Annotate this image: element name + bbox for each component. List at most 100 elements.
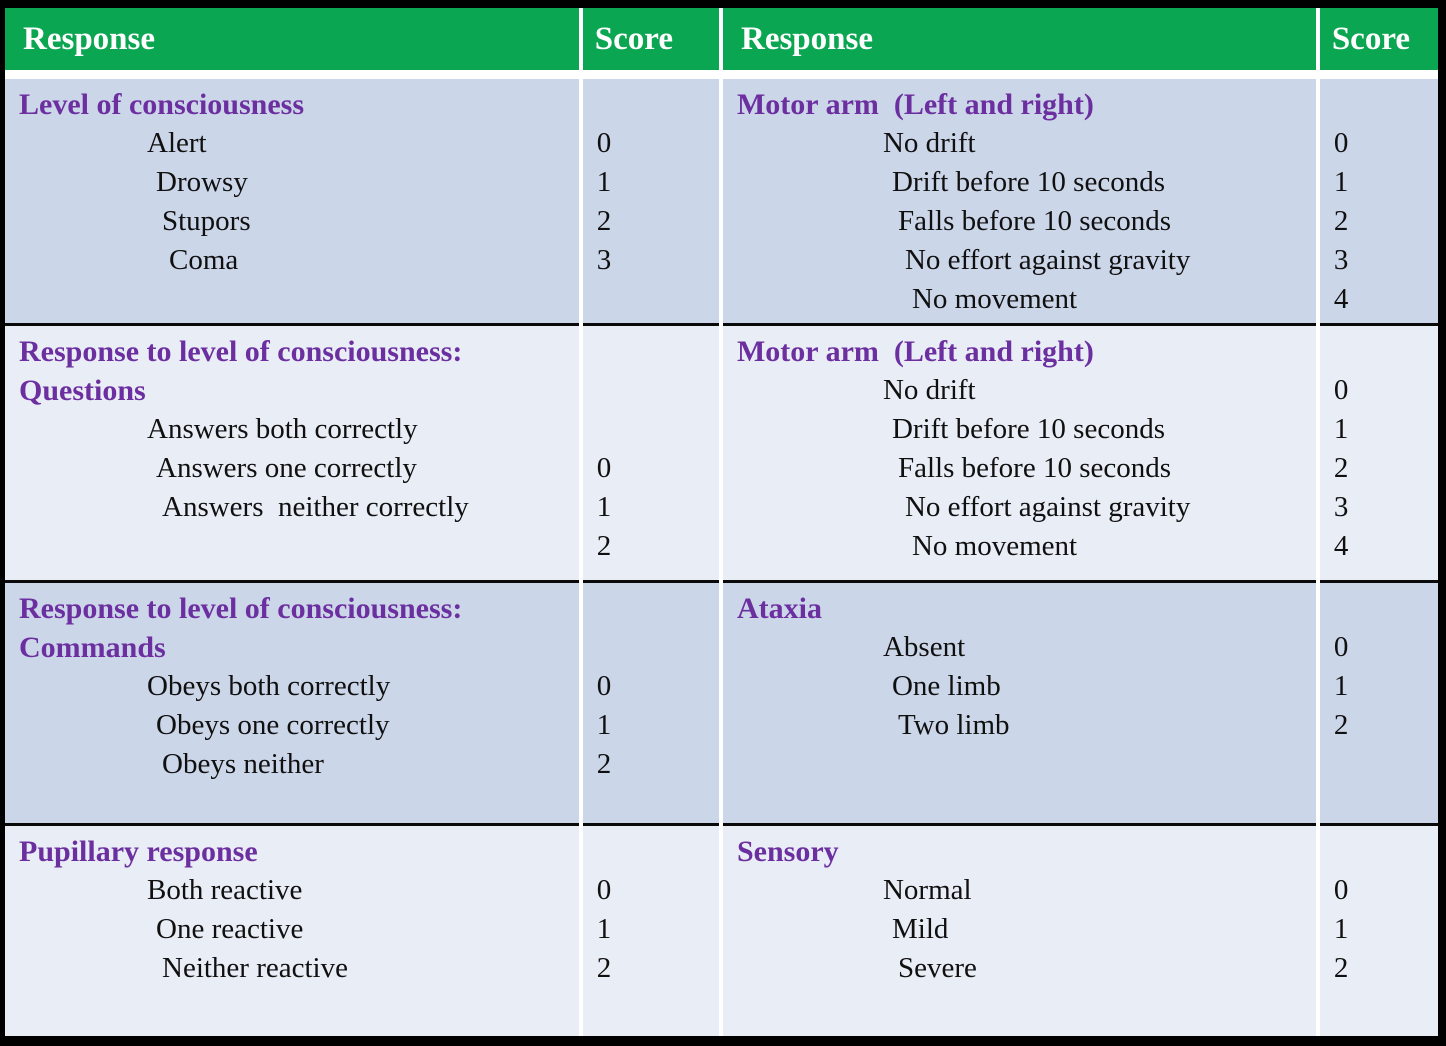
response-option: No movement — [911, 283, 1078, 315]
response-option: Normal — [882, 874, 972, 906]
score-value: 1 — [596, 913, 612, 945]
response-options: Absent One limb Two limb — [723, 628, 1316, 745]
score-cell: 0 1 2 — [582, 823, 719, 1036]
score-value: 0 — [1333, 127, 1349, 159]
score-value: 1 — [1333, 670, 1349, 702]
score-cell: 0 1 2 — [1319, 580, 1438, 823]
score-offset-spacer — [1320, 832, 1438, 871]
score-value: 4 — [1333, 283, 1349, 315]
header-response-left: Response — [5, 8, 579, 70]
response-cell-sensory: Sensory Normal Mild Severe — [722, 823, 1316, 1036]
response-option: Mild — [891, 913, 949, 945]
score-offset-spacer — [1320, 85, 1438, 124]
score-value: 3 — [596, 244, 612, 276]
table-header-row: Response Score Response Score — [5, 8, 1438, 70]
response-option: Alert — [147, 127, 207, 159]
score-value: 0 — [596, 670, 612, 702]
response-cell-commands: Response to level of consciousness: Comm… — [5, 580, 579, 823]
response-option: Answers both correctly — [147, 413, 418, 445]
response-option: One limb — [891, 670, 1001, 702]
table-row: Level of consciousness Alert Drowsy Stup… — [5, 79, 1438, 323]
category-title: Ataxia — [736, 592, 822, 625]
score-value: 1 — [596, 166, 612, 198]
response-cell-ataxia: Ataxia Absent One limb Two limb — [722, 580, 1316, 823]
response-options: Normal Mild Severe — [723, 871, 1316, 988]
response-option: Obeys both correctly — [147, 670, 391, 702]
score-cell: 0 1 2 — [582, 580, 719, 823]
score-value: 2 — [596, 530, 612, 562]
response-option: Drift before 10 seconds — [891, 166, 1165, 198]
score-value: 3 — [1333, 491, 1349, 523]
score-value: 0 — [1333, 874, 1349, 906]
response-options: Answers both correctly Answers one corre… — [5, 410, 579, 527]
score-cell: 0 1 2 3 — [582, 79, 719, 323]
response-option: Absent — [882, 631, 966, 663]
response-option: Drowsy — [156, 166, 248, 198]
category-title: Level of consciousness — [19, 88, 304, 121]
response-option: Severe — [897, 952, 977, 984]
response-option: Drift before 10 seconds — [891, 413, 1165, 445]
header-score-left: Score — [582, 8, 719, 70]
score-value: 0 — [596, 874, 612, 906]
score-value: 0 — [596, 452, 612, 484]
response-option: No effort against gravity — [904, 244, 1191, 276]
response-options: Both reactive One reactive Neither react… — [5, 871, 579, 988]
response-cell-questions: Response to level of consciousness: Ques… — [5, 323, 579, 580]
header-body-divider — [5, 70, 1438, 79]
score-cell: 0 1 2 — [1319, 823, 1438, 1036]
category-title: Motor arm (Left and right) — [736, 335, 1094, 368]
response-option: Coma — [169, 244, 239, 276]
response-options: No drift Drift before 10 seconds Falls b… — [723, 371, 1316, 566]
response-option: Neither reactive — [162, 952, 348, 984]
score-offset-spacer — [583, 371, 719, 410]
score-offset-spacer — [583, 589, 719, 628]
score-value: 1 — [1333, 913, 1349, 945]
response-option: No drift — [882, 374, 976, 406]
category-title: Response to level of consciousness: Comm… — [19, 592, 463, 664]
category-title: Motor arm (Left and right) — [736, 88, 1094, 121]
score-value: 3 — [1333, 244, 1349, 276]
score-value: 2 — [1333, 205, 1349, 237]
score-offset-spacer — [583, 832, 719, 871]
response-option: Answers neither correctly — [162, 491, 469, 523]
score-offset-spacer — [583, 85, 719, 124]
response-cell-motor-arm: Motor arm (Left and right) No drift Drif… — [722, 79, 1316, 323]
score-value: 2 — [1333, 952, 1349, 984]
score-value: 1 — [1333, 166, 1349, 198]
score-value: 1 — [596, 709, 612, 741]
score-value: 1 — [1333, 413, 1349, 445]
table-row: Pupillary response Both reactive One rea… — [5, 823, 1438, 1036]
score-value: 2 — [596, 952, 612, 984]
response-option: Both reactive — [147, 874, 303, 906]
score-offset-spacer — [583, 628, 719, 667]
response-option: Two limb — [897, 709, 1010, 741]
header-response-right: Response — [722, 8, 1316, 70]
response-cell-pupillary: Pupillary response Both reactive One rea… — [5, 823, 579, 1036]
score-value: 2 — [596, 748, 612, 780]
score-offset-spacer — [1320, 589, 1438, 628]
response-option: Obeys one correctly — [156, 709, 390, 741]
response-cell-consciousness: Level of consciousness Alert Drowsy Stup… — [5, 79, 579, 323]
response-option: One reactive — [156, 913, 304, 945]
response-option: Obeys neither — [162, 748, 324, 780]
response-option: Falls before 10 seconds — [897, 205, 1172, 237]
score-value: 2 — [1333, 452, 1349, 484]
response-option: Falls before 10 seconds — [897, 452, 1172, 484]
score-value: 2 — [1333, 709, 1349, 741]
score-value: 0 — [596, 127, 612, 159]
response-option: Stupors — [162, 205, 251, 237]
score-value: 2 — [596, 205, 612, 237]
response-cell-motor-arm: Motor arm (Left and right) No drift Drif… — [722, 323, 1316, 580]
table-row: Response to level of consciousness: Comm… — [5, 580, 1438, 823]
score-value: 0 — [1333, 631, 1349, 663]
response-options: Obeys both correctly Obeys one correctly… — [5, 667, 579, 784]
category-title: Response to level of consciousness: Ques… — [19, 335, 463, 407]
response-option: No effort against gravity — [904, 491, 1191, 523]
score-offset-spacer — [583, 332, 719, 371]
response-option: No movement — [911, 530, 1078, 562]
response-option: Answers one correctly — [156, 452, 417, 484]
score-cell: 0 1 2 3 4 — [1319, 323, 1438, 580]
score-cell: 0 1 2 — [582, 323, 719, 580]
table-row: Response to level of consciousness: Ques… — [5, 323, 1438, 580]
